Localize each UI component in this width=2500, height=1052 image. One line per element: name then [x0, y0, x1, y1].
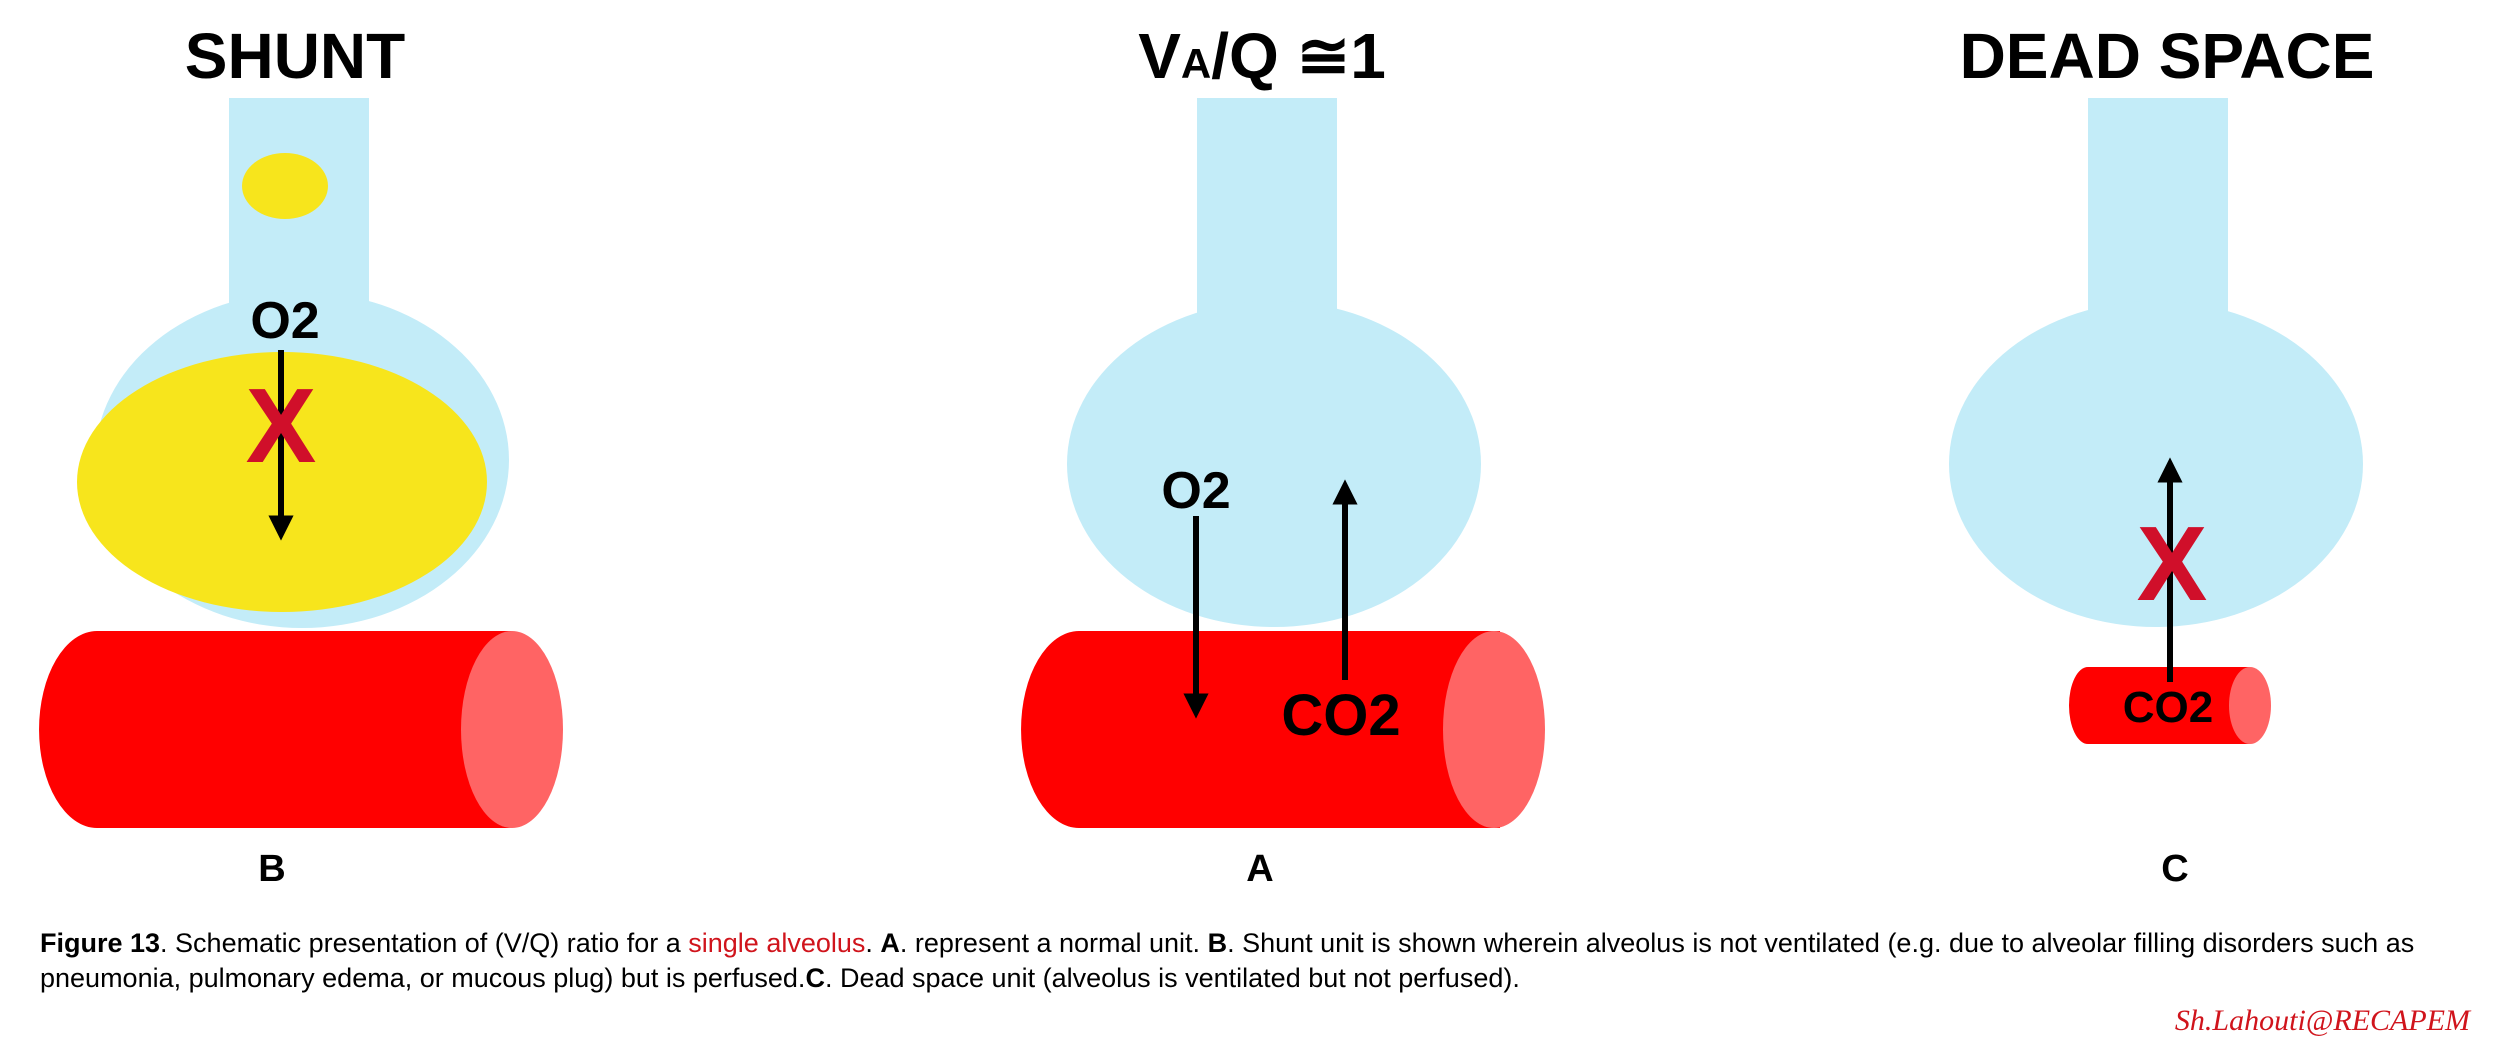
shunt-block-x: X: [246, 367, 317, 485]
shunt-mucus-plug: [242, 153, 328, 219]
caption-text-2: .: [865, 928, 881, 958]
caption-text-5: . Dead space unit (alveolus is ventilate…: [824, 963, 1520, 993]
dead-space-alveolus: [1949, 301, 2363, 627]
caption-text-1: . Schematic presentation of (V/Q) ratio …: [160, 928, 689, 958]
figure-caption: Figure 13. Schematic presentation of (V/…: [40, 926, 2480, 996]
caption-c-label: C: [805, 963, 825, 993]
normal-alveolus: [1067, 301, 1481, 627]
caption-b-label: B: [1207, 928, 1228, 958]
dead-space-block-x: X: [2137, 505, 2208, 623]
panel-letter-b: B: [258, 848, 285, 890]
dead-space-co2-label: CO2: [2123, 683, 2213, 732]
normal-title: VA/Q ≅1: [1138, 20, 1386, 92]
shunt-capillary-end: [461, 631, 563, 828]
normal-capillary: [1021, 631, 1500, 828]
normal-co2-label: CO2: [1281, 683, 1400, 748]
normal-panel: VA/Q ≅1 O2 CO2 A: [1021, 20, 1545, 890]
shunt-panel: SHUNT O2 X B: [39, 20, 563, 890]
shunt-o2-label: O2: [250, 292, 319, 350]
shunt-capillary: [39, 631, 513, 828]
caption-highlight: single alveolus: [688, 928, 866, 958]
dead-space-capillary-end: [2229, 667, 2271, 744]
panel-letter-c: C: [2161, 848, 2188, 890]
caption-text-4: . Shunt unit is shown wherein alveolus i…: [40, 928, 2415, 993]
panel-letter-a: A: [1246, 848, 1273, 890]
caption-text-3: . represent a normal unit.: [899, 928, 1208, 958]
author-signature: Sh.Lahouti@RECAPEM: [2174, 1004, 2470, 1037]
dead-space-capillary: [2069, 667, 2250, 744]
normal-capillary-end: [1443, 631, 1545, 828]
dead-space-panel: DEAD SPACE X CO2 C: [1949, 20, 2374, 890]
normal-o2-label: O2: [1161, 462, 1230, 520]
caption-figure-label: Figure 13: [40, 928, 161, 958]
dead-space-airway: [2088, 98, 2228, 320]
shunt-title: SHUNT: [185, 20, 405, 92]
caption-a-label: A: [880, 928, 900, 958]
normal-airway: [1197, 98, 1337, 320]
dead-space-title: DEAD SPACE: [1960, 20, 2375, 92]
